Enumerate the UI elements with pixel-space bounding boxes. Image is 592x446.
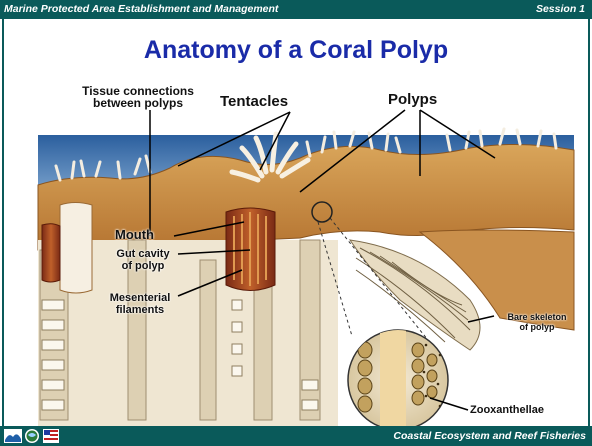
- label-mesenterial-filaments: Mesenterial filaments: [100, 292, 180, 316]
- label-gut-cavity: Gut cavity of polyp: [103, 248, 183, 272]
- label-zooxanthellae: Zooxanthellae: [470, 404, 544, 416]
- label-tentacles: Tentacles: [220, 96, 288, 108]
- footer-program-title: Coastal Ecosystem and Reef Fisheries: [393, 430, 586, 442]
- label-tissue-connections: Tissue connections between polyps: [63, 85, 213, 109]
- flag-logo-icon: [43, 429, 59, 443]
- zoom-tissue-band: [380, 330, 406, 440]
- label-mouth: Mouth: [115, 229, 154, 241]
- globe-logo-icon: [25, 429, 39, 443]
- label-polyps: Polyps: [388, 94, 437, 106]
- wave-logo-icon: [4, 429, 22, 443]
- left-gut: [42, 224, 60, 282]
- footer-logos: [4, 428, 100, 444]
- label-bare-skeleton: Bare skeleton of polyp: [496, 312, 578, 332]
- left-polyp-cavity: [60, 203, 92, 294]
- footer-bar: Coastal Ecosystem and Reef Fisheries: [0, 426, 592, 446]
